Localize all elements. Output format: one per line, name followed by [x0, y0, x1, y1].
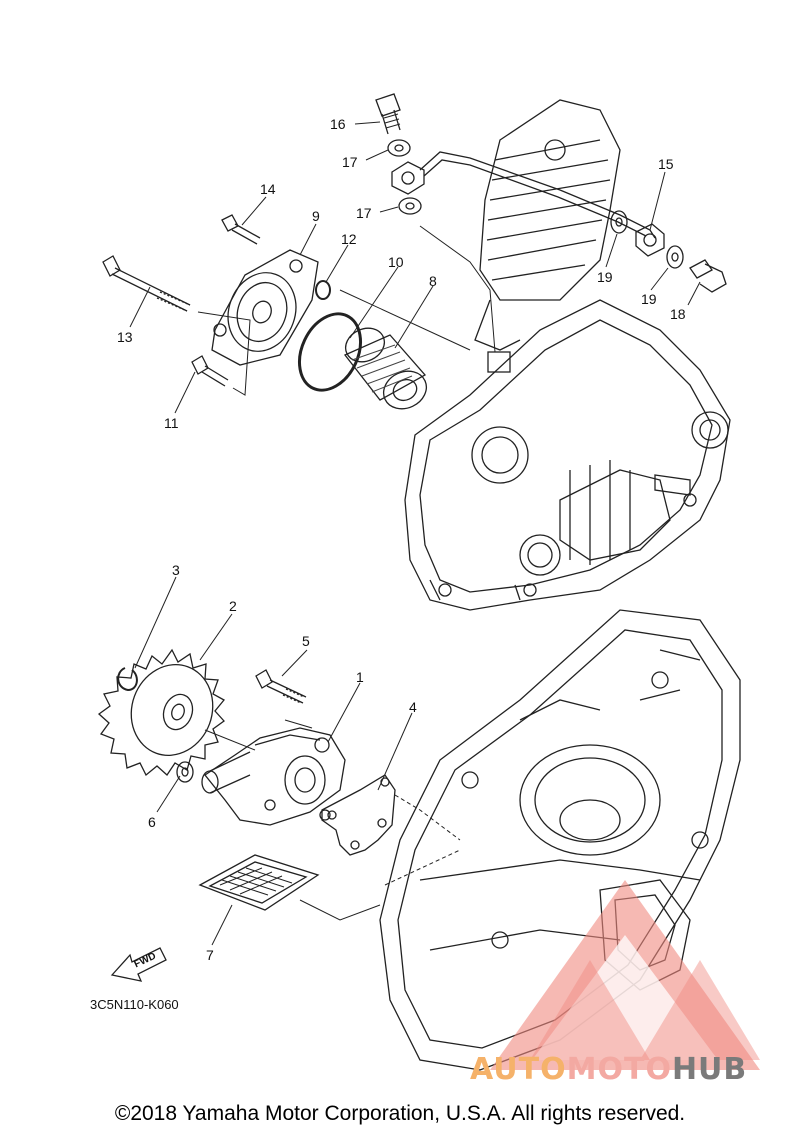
washer-19-a-drawing — [610, 210, 628, 234]
callout-19-b: 19 — [641, 291, 657, 307]
callout-8: 8 — [429, 273, 437, 289]
circlip-drawing — [117, 667, 138, 692]
oil-pump-assembly-drawing — [201, 727, 346, 826]
callout-14: 14 — [260, 181, 276, 197]
assembly-lines-upper — [197, 225, 496, 396]
small-o-ring-drawing — [315, 280, 331, 300]
automotohub-watermark: AUTOMOTOHUB — [470, 1052, 747, 1087]
cylinder-fins-drawing — [474, 99, 621, 373]
callout-4: 4 — [409, 699, 417, 715]
collar-drawing — [176, 761, 194, 783]
assembly-lines-lower — [204, 719, 461, 921]
washer-19-a-hole-drawing — [615, 217, 623, 227]
callout-19-a: 19 — [597, 269, 613, 285]
washer-19-b-drawing — [666, 245, 684, 269]
callout-17-b: 17 — [356, 205, 372, 221]
oil-filter-element-drawing — [343, 327, 427, 410]
gasket-drawing — [321, 774, 396, 856]
crankcase-cover-drawing — [404, 299, 731, 611]
oil-strainer-drawing — [198, 854, 320, 911]
washer-17-a-hole-drawing — [394, 144, 404, 152]
callout-11: 11 — [164, 415, 179, 431]
long-bolt-drawing — [102, 255, 191, 312]
union-bolt-18-drawing — [689, 259, 727, 293]
fwd-arrow-icon — [110, 947, 167, 982]
callout-leaders — [129, 121, 701, 946]
oil-pipe-drawing — [391, 151, 665, 257]
callout-18: 18 — [670, 306, 686, 322]
callout-16: 16 — [330, 116, 346, 132]
watermark-hub: HUB — [671, 1052, 748, 1087]
callout-13: 13 — [117, 329, 133, 345]
callout-7: 7 — [206, 947, 214, 963]
callout-9: 9 — [312, 208, 320, 224]
copyright-notice: ©2018 Yamaha Motor Corporation, U.S.A. A… — [114, 1102, 686, 1125]
callout-10: 10 — [388, 254, 404, 270]
washer-17-a-drawing — [387, 139, 411, 157]
bolt-5-drawing — [255, 669, 307, 704]
callout-12: 12 — [341, 231, 357, 247]
oil-pump-gear-drawing — [97, 648, 225, 777]
o-ring-drawing — [298, 312, 362, 392]
callout-2: 2 — [229, 598, 237, 614]
diagram-code: 3C5N110-K060 — [90, 997, 179, 1012]
washer-19-b-hole-drawing — [671, 252, 679, 262]
bolt-14-drawing — [221, 214, 261, 245]
callout-6: 6 — [148, 814, 156, 830]
callout-15: 15 — [658, 156, 674, 172]
watermark-moto: MOTO — [566, 1052, 672, 1087]
bolt-11-drawing — [191, 355, 229, 387]
washer-17-b-drawing — [398, 197, 422, 215]
callout-5: 5 — [302, 633, 310, 649]
automotohub-logo-icon — [490, 880, 760, 1070]
callout-17-a: 17 — [342, 154, 358, 170]
washer-17-b-hole-drawing — [405, 202, 415, 210]
watermark-auto: AUTO — [470, 1052, 567, 1087]
union-bolt-16-drawing — [375, 93, 401, 135]
callout-3: 3 — [172, 562, 180, 578]
callout-1: 1 — [356, 669, 364, 685]
